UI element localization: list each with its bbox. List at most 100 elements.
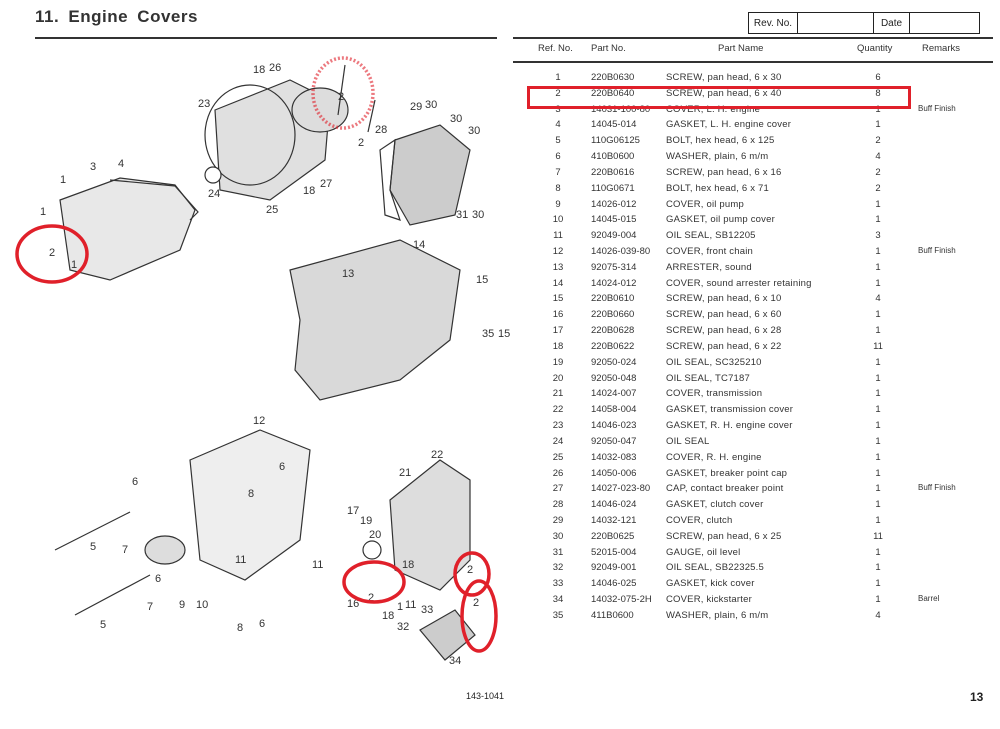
page-title: 11. Engine Covers — [35, 7, 198, 26]
quantity: 2 — [875, 182, 881, 194]
quantity: 1 — [875, 404, 881, 416]
callout-label: 25 — [266, 204, 278, 216]
ref-no: 31 — [552, 546, 564, 558]
part-no: 220B0622 — [591, 340, 635, 352]
front-chain-cover — [189, 429, 311, 581]
callout-label: 6 — [155, 573, 161, 585]
quantity: 1 — [875, 261, 881, 273]
ref-no: 20 — [552, 372, 564, 384]
sound-arrester — [289, 239, 461, 401]
ref-no: 19 — [552, 356, 564, 368]
part-no: 14045-015 — [591, 214, 637, 226]
callout-label: 20 — [369, 529, 381, 541]
callout-label: 17 — [347, 505, 359, 517]
transmission-cover — [389, 459, 471, 591]
ref-no: 30 — [552, 530, 564, 542]
part-no: 220B0616 — [591, 166, 635, 178]
callout-label: 18 — [402, 559, 414, 571]
part-name: CAP, contact breaker point — [666, 483, 784, 495]
remarks: Buff Finish — [918, 483, 956, 493]
callout-label: 4 — [118, 158, 124, 170]
part-no: 14024-012 — [591, 277, 637, 289]
part-no: 14045-014 — [591, 119, 637, 131]
callout-label: 5 — [100, 619, 106, 631]
part-name: COVER, front chain — [666, 246, 754, 258]
col-header-ref: Ref. No. — [538, 43, 573, 54]
part-no: 92050-024 — [591, 356, 637, 368]
breaker-cap — [291, 87, 349, 133]
part-name: SCREW, pan head, 6 x 22 — [666, 340, 782, 352]
ref-no: 35 — [552, 609, 564, 621]
callout-label: 18 — [382, 610, 394, 622]
ref-no: 33 — [552, 578, 564, 590]
bolt-5a — [54, 511, 131, 551]
part-name: SCREW, pan head, 6 x 16 — [666, 166, 782, 178]
col-header-quantity: Quantity — [857, 43, 893, 54]
callout-label: 15 — [498, 328, 510, 340]
annotation-circle — [15, 224, 89, 284]
callout-label: 32 — [397, 621, 409, 633]
part-no: 92050-047 — [591, 435, 637, 447]
title-rule — [35, 37, 497, 39]
part-no: 92050-048 — [591, 372, 637, 384]
callout-label: 1 — [71, 259, 77, 271]
part-name: BOLT, hex head, 6 x 71 — [666, 182, 769, 194]
quantity: 1 — [875, 483, 881, 495]
part-no: 14031-100-80 — [591, 103, 651, 115]
part-name: SCREW, pan head, 6 x 60 — [666, 309, 782, 321]
callout-label: 11 — [235, 554, 246, 566]
ref-no: 6 — [555, 151, 561, 163]
ref-no: 7 — [555, 166, 561, 178]
quantity: 4 — [875, 293, 881, 305]
annotation-circle — [453, 551, 491, 597]
col-header-remarks: Remarks — [922, 43, 961, 54]
callout-label: 26 — [269, 62, 281, 74]
callout-label: 30 — [425, 99, 437, 111]
remarks: Buff Finish — [918, 246, 956, 256]
part-name: GASKET, oil pump cover — [666, 214, 775, 226]
part-name: COVER, clutch — [666, 514, 733, 526]
quantity: 1 — [875, 420, 881, 432]
ref-no: 18 — [552, 340, 564, 352]
annotation-circle — [342, 560, 406, 604]
ref-no: 3 — [555, 103, 561, 115]
part-name: COVER, oil pump — [666, 198, 744, 210]
table-top-rule — [513, 37, 993, 39]
quantity: 1 — [875, 514, 881, 526]
callout-label: 18 — [303, 185, 315, 197]
callout-label: 18 — [253, 64, 265, 76]
part-no: 52015-004 — [591, 546, 637, 558]
quantity: 1 — [875, 578, 881, 590]
ref-no: 5 — [555, 135, 561, 147]
quantity: 4 — [875, 609, 881, 621]
part-no: 220B0630 — [591, 72, 635, 83]
quantity: 1 — [875, 435, 881, 447]
part-name: WASHER, plain, 6 m/m — [666, 609, 769, 621]
remarks: Barrel — [918, 594, 940, 604]
callout-label: 22 — [431, 449, 443, 461]
ref-no: 11 — [553, 230, 563, 242]
ref-no: 26 — [552, 467, 564, 479]
callout-label: 35 — [482, 328, 494, 340]
part-name: GASKET, clutch cover — [666, 499, 764, 511]
part-name: OIL SEAL, SB12205 — [666, 230, 756, 242]
part-name: BOLT, hex head, 6 x 125 — [666, 135, 775, 147]
callout-label: 15 — [476, 274, 488, 286]
part-no: 411B0600 — [591, 609, 634, 621]
quantity: 1 — [875, 451, 881, 463]
part-no: 92049-004 — [591, 230, 637, 242]
